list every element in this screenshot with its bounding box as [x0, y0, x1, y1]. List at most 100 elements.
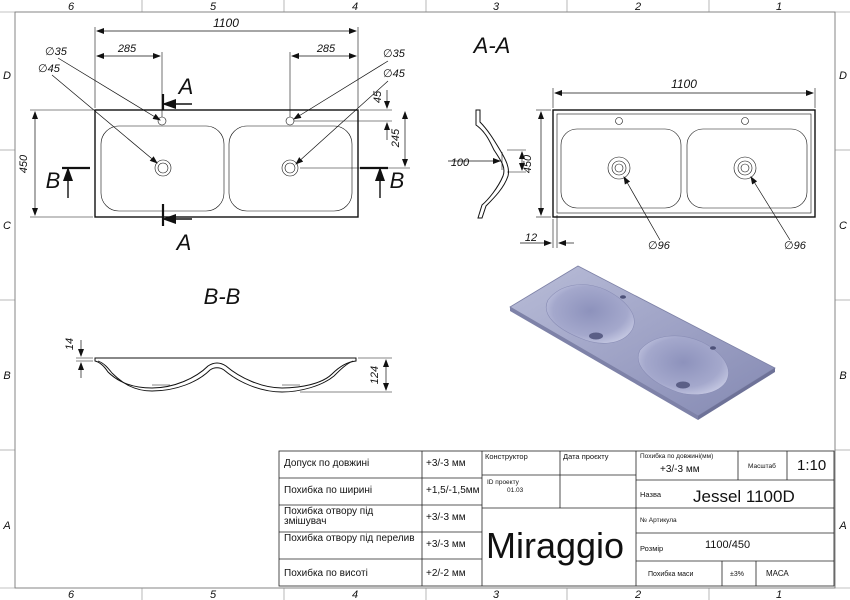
frame-col-5-bottom: 5: [210, 589, 217, 600]
right-view-bowl-right: [686, 128, 808, 209]
length-tolerance-label: Похибка по довжині(мм): [640, 452, 713, 460]
size-value: 1100/450: [705, 539, 750, 551]
frame-row-c-right: C: [839, 220, 847, 232]
mass-label: МАСА: [766, 569, 789, 578]
top-view-hole-offset-left: 285: [117, 43, 137, 55]
sink-3d-drain-right-icon: [676, 381, 690, 389]
frame-col-2-bottom: 2: [634, 589, 641, 600]
sink-3d-tap-hole-right-icon: [710, 346, 716, 350]
section-marker-a-top: A: [177, 74, 194, 99]
frame-row-d-right: D: [839, 70, 847, 82]
tolerance-row-1-label: Допуск по довжині: [284, 458, 369, 469]
top-view-d45-left: ∅45: [38, 63, 61, 75]
top-view-dim-45: 45: [372, 90, 384, 103]
top-view-outline: [94, 109, 359, 218]
right-view-outline: [552, 109, 816, 218]
frame-col-1-bottom: 1: [776, 589, 782, 600]
project-id-label: ID проекту: [487, 479, 520, 486]
size-label: Розмір: [640, 544, 663, 553]
right-view-d96-left: ∅96: [648, 240, 671, 252]
tolerance-row-4-label-box: Похибка отвору під перелив: [284, 533, 415, 544]
name-label: Назва: [640, 490, 662, 499]
right-view-bowl-left: [560, 128, 682, 209]
top-view-drain-right-icon: [281, 159, 299, 177]
frame-col-3: 3: [493, 1, 500, 13]
section-bb-dim-14: 14: [64, 338, 76, 350]
top-view-height-label: 450: [18, 154, 30, 173]
sink-3d-bowl-right: [638, 335, 729, 395]
length-tolerance-value: +3/-3 мм: [660, 464, 700, 475]
top-view-tap-hole-right-icon: [285, 116, 295, 126]
top-view-drain-left-icon: [154, 159, 172, 177]
sink-3d-bowl-left: [545, 284, 635, 344]
frame-col-2: 2: [634, 1, 641, 13]
frame-row-a: A: [2, 520, 10, 532]
constructor-label: Конструктор: [485, 452, 528, 461]
section-bb: B-B 14 124: [64, 284, 392, 393]
section-aa-profile: [475, 109, 509, 219]
title-block: Допуск по довжині +3/-3 мм Похибка по ши…: [278, 450, 835, 587]
tolerance-row-2-value: +1,5/-1,5мм: [426, 485, 480, 496]
top-view-d35-left: ∅35: [45, 46, 68, 58]
frame-col-5: 5: [210, 1, 217, 13]
right-view-width: 1100: [671, 77, 697, 91]
tolerance-row-5-value: +2/-2 мм: [426, 568, 466, 579]
top-view: 1100 285 285 ∅35 ∅45 ∅35 ∅45 450 45 245: [18, 16, 410, 255]
frame-row-c: C: [3, 220, 11, 232]
right-view-drain-left-icon: [607, 156, 631, 180]
tolerance-row-3-label-box: Похибка отвору під змішувач: [284, 506, 374, 527]
top-view-width-label: 1100: [213, 16, 239, 30]
top-view-bowl-left: [100, 125, 225, 212]
section-bb-title: B-B: [204, 284, 241, 309]
top-view-hole-offset-right: 285: [316, 43, 336, 55]
section-marker-b-right: B: [390, 168, 405, 193]
section-bb-dim-124: 124: [369, 366, 381, 384]
tolerance-row-3-label: Похибка отвору під змішувач: [284, 506, 374, 527]
article-label: № Артикула: [640, 517, 677, 524]
top-view-tap-hole-left-icon: [157, 116, 167, 126]
brand-logo: Miraggio: [486, 525, 624, 566]
sink-3d-tap-hole-left-icon: [620, 295, 626, 299]
tolerance-row-3-value: +3/-3 мм: [426, 512, 466, 523]
right-view-drain-right-icon: [733, 156, 757, 180]
tolerance-row-2-label: Похибка по ширині: [284, 484, 372, 496]
frame-col-6: 6: [68, 1, 75, 13]
frame-col-3-bottom: 3: [493, 589, 500, 600]
right-view-d96-right: ∅96: [784, 240, 807, 252]
frame-col-6-bottom: 6: [68, 589, 75, 600]
frame-row-a-right: A: [838, 520, 846, 532]
scale-label: Масштаб: [748, 462, 776, 470]
tolerance-row-4-value: +3/-3 мм: [426, 539, 466, 550]
frame-col-4: 4: [352, 1, 358, 13]
mass-tolerance-value: ±3%: [730, 571, 744, 578]
section-aa-depth: 100: [451, 157, 470, 169]
frame-row-d: D: [3, 70, 11, 82]
project-id-value: 01.03: [507, 487, 524, 494]
mass-tolerance-label: Похибка маси: [648, 570, 694, 578]
tolerance-row-4-label: Похибка отвору під перелив: [284, 533, 415, 544]
top-view-bowl-right: [228, 125, 353, 212]
tolerance-row-1-value: +3/-3 мм: [426, 458, 466, 469]
top-view-dim-245: 245: [390, 128, 402, 148]
frame-col-4-bottom: 4: [352, 589, 358, 600]
right-top-view: 1100 450 12 ∅96 ∅96: [520, 77, 816, 252]
frame-col-1: 1: [776, 1, 782, 13]
scale-value: 1:10: [797, 457, 826, 474]
sink-3d-drain-left-icon: [589, 332, 603, 340]
frame-row-b-right: B: [839, 370, 846, 382]
section-marker-a-bottom: A: [175, 230, 192, 255]
right-view-tap-hole-left-icon: [615, 117, 623, 125]
right-view-height: 450: [522, 154, 534, 173]
sink-3d-render: [509, 265, 776, 420]
product-name: Jessel 1100D: [693, 487, 795, 506]
design-date-label: Дата проєкту: [563, 452, 609, 461]
top-view-d45-right: ∅45: [383, 68, 406, 80]
frame-row-b: B: [3, 370, 10, 382]
section-aa-title: A-A: [472, 33, 511, 58]
section-aa: A-A 100: [448, 33, 526, 219]
section-bb-profile: [94, 357, 357, 389]
right-view-tap-hole-right-icon: [741, 117, 749, 125]
top-view-d35-right: ∅35: [383, 48, 406, 60]
